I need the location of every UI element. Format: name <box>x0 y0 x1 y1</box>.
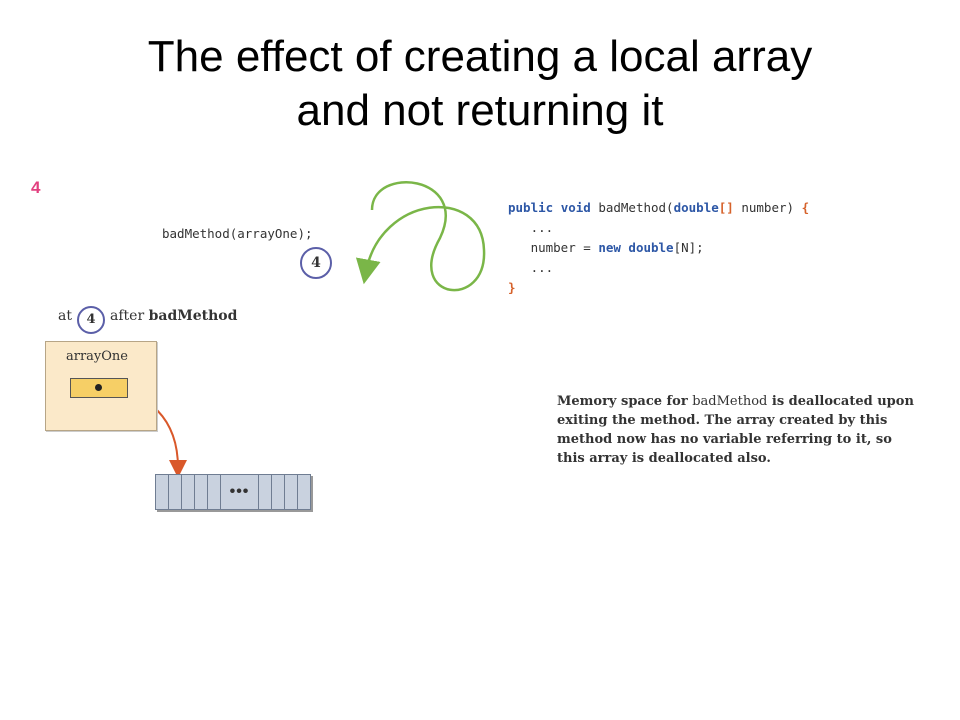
code-keyword: public <box>508 200 554 215</box>
call-step-marker: 4 <box>300 247 332 279</box>
array-cell <box>156 475 169 509</box>
slide-title-line1: The effect of creating a local array <box>147 32 813 81</box>
slide-title-line2: and not returning it <box>296 86 664 135</box>
code-text: number = <box>530 240 599 255</box>
code-keyword: double <box>628 240 674 255</box>
orphaned-array: ••• <box>155 474 311 510</box>
frame-variable-label: arrayOne <box>66 349 128 364</box>
after-label: after badMethod <box>110 308 237 324</box>
code-text: [N]; <box>673 240 704 255</box>
after-text: after <box>110 308 145 324</box>
code-text: ... <box>530 220 554 235</box>
array-cell <box>298 475 310 509</box>
code-close-brace: } <box>508 280 516 295</box>
note-method-name: badMethod <box>692 394 768 409</box>
array-cell <box>195 475 208 509</box>
code-keyword: double <box>673 200 719 215</box>
note-text: Memory space for <box>557 394 693 409</box>
after-method-name: badMethod <box>148 308 238 324</box>
code-text: badMethod( <box>598 200 674 215</box>
array-cell <box>182 475 195 509</box>
at-step-marker: 4 <box>77 306 105 334</box>
array-cell <box>208 475 221 509</box>
array-ellipsis: ••• <box>221 475 259 509</box>
call-return-loop-arrow <box>355 181 486 292</box>
code-keyword: new <box>598 240 621 255</box>
array-cell <box>285 475 298 509</box>
reference-dot <box>95 384 102 391</box>
code-text: number) <box>733 200 795 215</box>
at-label: at <box>58 308 72 324</box>
note-text: is deallocated upon exiting the method. … <box>557 394 914 466</box>
array-cell <box>272 475 285 509</box>
code-keyword: void <box>560 200 591 215</box>
code-text: ... <box>530 260 554 275</box>
step-number: 4 <box>31 178 41 197</box>
deallocation-note: Memory space for badMethod is deallocate… <box>557 392 917 468</box>
array-cell <box>169 475 182 509</box>
code-bracket: [] <box>718 200 734 215</box>
method-code-block: public void badMethod(double[] number) {… <box>508 198 809 298</box>
array-cell <box>259 475 272 509</box>
slide-title: The effect of creating a local array and… <box>0 30 960 138</box>
code-open-brace: { <box>801 200 810 215</box>
method-call-code: badMethod(arrayOne); <box>162 226 313 241</box>
